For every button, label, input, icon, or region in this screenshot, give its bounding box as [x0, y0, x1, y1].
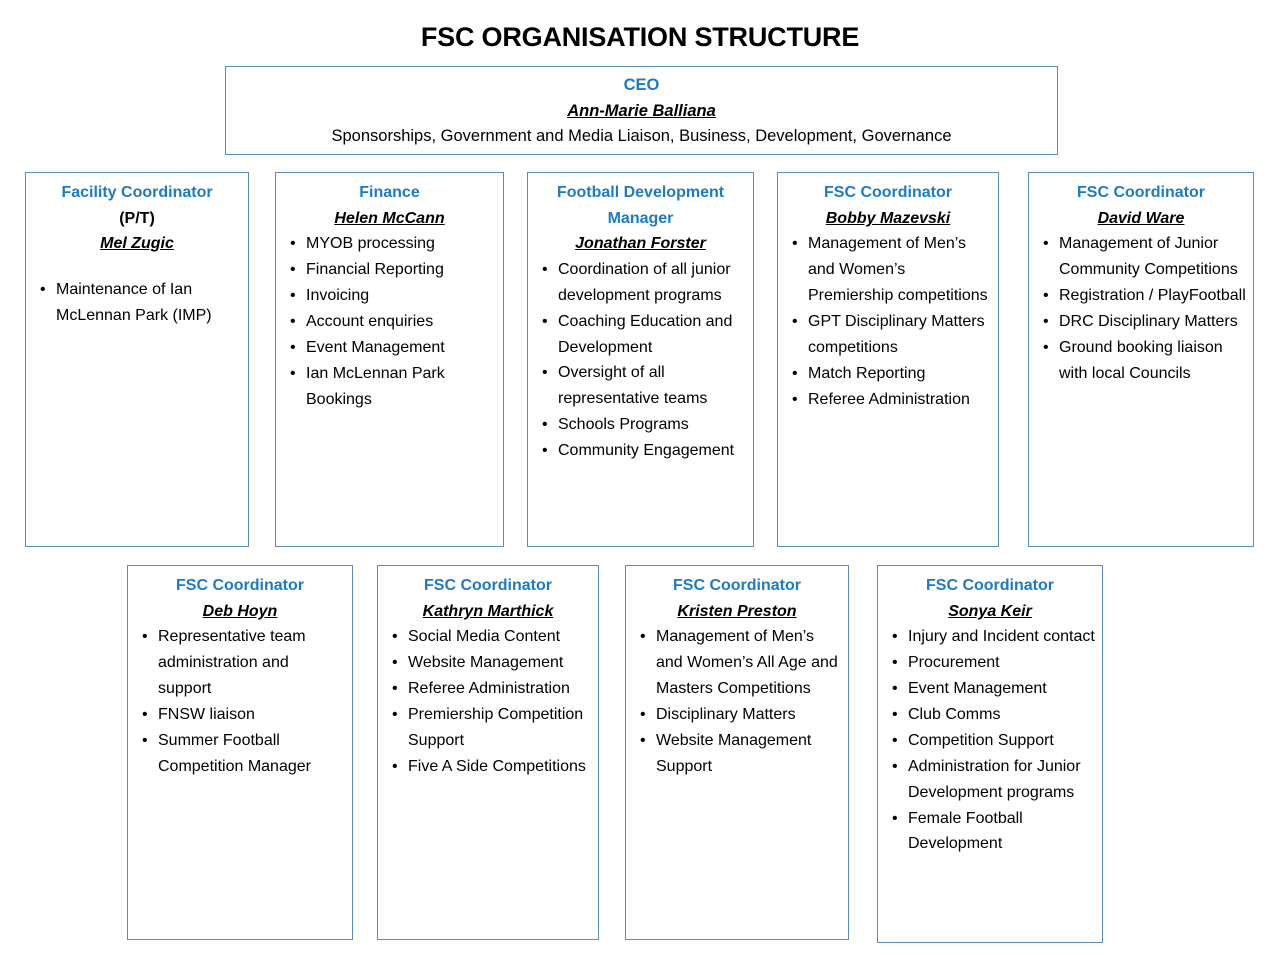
org-node-ceo[interactable]: CEO Ann-Marie Balliana Sponsorships, Gov… — [225, 66, 1058, 155]
responsibility-item: Referee Administration — [378, 676, 598, 702]
responsibility-item: Registration / PlayFootball — [1029, 283, 1253, 309]
node-person-name: Kristen Preston — [677, 602, 797, 620]
org-node-fsc-coordinator-deb-hoyn[interactable]: FSC Coordinator Deb Hoyn Representative … — [127, 565, 353, 940]
node-person-name: Deb Hoyn — [202, 602, 278, 620]
node-role-label: Finance — [359, 184, 420, 201]
responsibility-item: Five A Side Competitions — [378, 754, 598, 780]
responsibility-item: Representative team administration and s… — [128, 624, 352, 702]
responsibility-item: Social Media Content — [378, 624, 598, 650]
responsibility-item: Premiership Competition Support — [378, 702, 598, 754]
responsibility-item: Management of Men’s and Women’s All Age … — [626, 624, 848, 702]
node-role-label: FSC Coordinator — [1077, 184, 1205, 201]
responsibility-item: Referee Administration — [778, 387, 998, 413]
responsibility-item: Event Management — [878, 676, 1102, 702]
org-node-fsc-coordinator-david-ware[interactable]: FSC Coordinator David Ware Management of… — [1028, 172, 1254, 547]
responsibility-item: Invoicing — [276, 283, 503, 309]
responsibility-item: Ian McLennan Park Bookings — [276, 361, 503, 413]
ceo-description: Sponsorships, Government and Media Liais… — [331, 127, 952, 146]
node-responsibility-list: Injury and Incident contactProcurementEv… — [878, 624, 1102, 857]
node-role-label: FSC Coordinator — [824, 184, 952, 201]
org-node-facility-coordinator[interactable]: Facility Coordinator (P/T) Mel Zugic Mai… — [25, 172, 249, 547]
responsibility-item: Competition Support — [878, 728, 1102, 754]
responsibility-item: Event Management — [276, 335, 503, 361]
responsibility-item: Oversight of all representative teams — [528, 360, 753, 412]
responsibility-item: Match Reporting — [778, 361, 998, 387]
node-role-label: FSC Coordinator — [673, 577, 801, 594]
node-responsibility-list: MYOB processingFinancial ReportingInvoic… — [276, 231, 503, 412]
org-node-fsc-coordinator-kathryn-marthick[interactable]: FSC Coordinator Kathryn Marthick Social … — [377, 565, 599, 940]
node-role-label: Football Development Manager — [556, 184, 725, 227]
responsibility-item: Account enquiries — [276, 309, 503, 335]
responsibility-item: Ground booking liaison with local Counci… — [1029, 335, 1253, 387]
node-responsibility-list: Maintenance of Ian McLennan Park (IMP) — [26, 277, 248, 329]
org-node-football-development-manager[interactable]: Football Development Manager Jonathan Fo… — [527, 172, 754, 547]
responsibility-item: Maintenance of Ian McLennan Park (IMP) — [26, 277, 248, 329]
responsibility-item: Procurement — [878, 650, 1102, 676]
ceo-role-label: CEO — [623, 76, 660, 94]
node-role-label: FSC Coordinator — [176, 577, 304, 594]
responsibility-item: GPT Disciplinary Matters competitions — [778, 309, 998, 361]
responsibility-item: Schools Programs — [528, 412, 753, 438]
responsibility-item: DRC Disciplinary Matters — [1029, 309, 1253, 335]
org-node-fsc-coordinator-sonya-keir[interactable]: FSC Coordinator Sonya Keir Injury and In… — [877, 565, 1103, 943]
responsibility-item: Website Management Support — [626, 728, 848, 780]
node-responsibility-list: Social Media ContentWebsite ManagementRe… — [378, 624, 598, 779]
responsibility-item: Administration for Junior Development pr… — [878, 754, 1102, 806]
node-responsibility-list: Coordination of all junior development p… — [528, 257, 753, 464]
node-person-name: Kathryn Marthick — [422, 602, 554, 620]
responsibility-item: Coaching Education and Development — [528, 309, 753, 361]
ceo-person-name: Ann-Marie Balliana — [567, 101, 716, 120]
node-subrole-label: (P/T) — [119, 209, 155, 227]
org-node-fsc-coordinator-kristen-preston[interactable]: FSC Coordinator Kristen Preston Manageme… — [625, 565, 849, 940]
responsibility-item: Financial Reporting — [276, 257, 503, 283]
node-responsibility-list: Representative team administration and s… — [128, 624, 352, 779]
node-role-label: FSC Coordinator — [926, 577, 1054, 594]
responsibility-item: MYOB processing — [276, 231, 503, 257]
responsibility-item: Summer Football Competition Manager — [128, 728, 352, 780]
node-responsibility-list: Management of Men’s and Women’s All Age … — [626, 624, 848, 779]
node-person-name: Bobby Mazevski — [825, 209, 951, 227]
node-responsibility-list: Management of Men’s and Women’s Premiers… — [778, 231, 998, 412]
node-person-name: Jonathan Forster — [575, 235, 706, 253]
node-person-name: Helen McCann — [334, 209, 445, 227]
node-role-label: FSC Coordinator — [424, 577, 552, 594]
org-node-fsc-coordinator-bobby-mazevski[interactable]: FSC Coordinator Bobby Mazevski Managemen… — [777, 172, 999, 547]
responsibility-item: Club Comms — [878, 702, 1102, 728]
responsibility-item: Management of Men’s and Women’s Premiers… — [778, 231, 998, 309]
responsibility-item: Female Football Development — [878, 806, 1102, 858]
node-role-label: Facility Coordinator — [61, 184, 213, 201]
responsibility-item: Website Management — [378, 650, 598, 676]
responsibility-item: Management of Junior Community Competiti… — [1029, 231, 1253, 283]
page-title: FSC ORGANISATION STRUCTURE — [420, 22, 860, 52]
node-person-name: David Ware — [1097, 209, 1185, 227]
node-person-name: Mel Zugic — [100, 235, 174, 253]
responsibility-item: FNSW liaison — [128, 702, 352, 728]
org-node-finance[interactable]: Finance Helen McCann MYOB processingFina… — [275, 172, 504, 547]
responsibility-item: Disciplinary Matters — [626, 702, 848, 728]
node-person-name: Sonya Keir — [948, 602, 1032, 620]
responsibility-item: Community Engagement — [528, 438, 753, 464]
node-responsibility-list: Management of Junior Community Competiti… — [1029, 231, 1253, 386]
responsibility-item: Coordination of all junior development p… — [528, 257, 753, 309]
responsibility-item: Injury and Incident contact — [878, 624, 1102, 650]
